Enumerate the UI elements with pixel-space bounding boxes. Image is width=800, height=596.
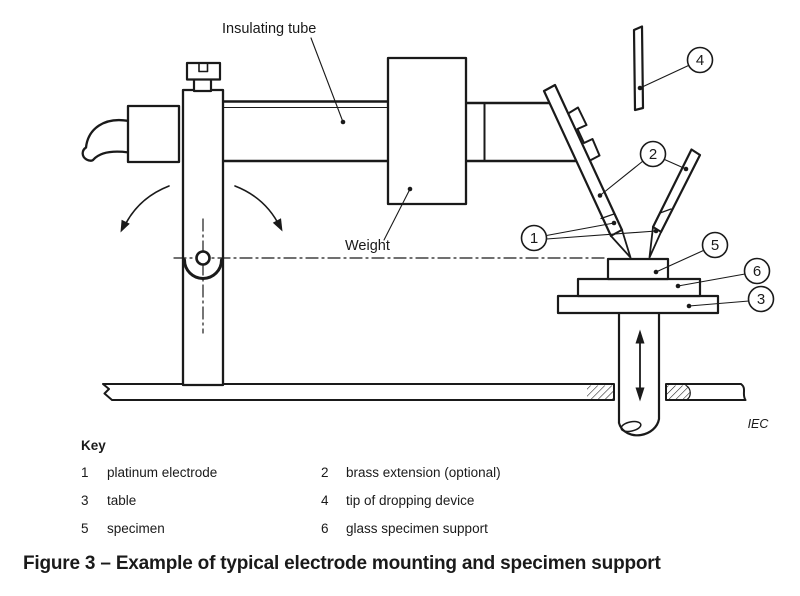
callout-4: 4 (696, 52, 704, 69)
pivot-bracket (183, 258, 223, 280)
callout-circle-4 (686, 46, 714, 74)
rotation-arrow-left-head (120, 219, 130, 233)
label-iec: IEC (748, 417, 770, 431)
callout-circle-6 (743, 257, 771, 285)
key-row: 3 table 4 tip of dropping device (81, 493, 501, 509)
key-num: 1 (81, 465, 89, 480)
table-motion-arrow-down-head (635, 387, 645, 402)
rotation-arrow-right (234, 185, 281, 228)
key-label: table (107, 493, 137, 508)
key-label: brass extension (optional) (346, 465, 501, 480)
callout-1: 1 (530, 230, 538, 247)
diagram-canvas: Insulating tube Weight IEC 1 2 4 5 6 3 (81, 21, 775, 437)
table-stem (617, 311, 661, 437)
leader-lines (310, 37, 750, 307)
table-stem-opening (620, 420, 642, 433)
callout-circles (520, 46, 775, 313)
electrode-clamp-step (568, 106, 601, 162)
cable (81, 118, 131, 162)
leader-dots (340, 85, 692, 309)
key-title: Key (81, 438, 106, 453)
clamp-screw-slot (198, 63, 209, 73)
figure-caption: Figure 3 – Example of typical electrode … (23, 553, 661, 574)
clamp-screw-shaft (192, 77, 213, 93)
leader-callout-1b (545, 230, 657, 240)
glass-specimen-support (576, 277, 702, 298)
label-insulating-tube: Insulating tube (222, 21, 316, 37)
specimen (606, 257, 670, 281)
callout-3: 3 (757, 291, 765, 308)
key-label: platinum electrode (107, 465, 218, 480)
leader-callout-4 (639, 64, 690, 89)
leader-weight (383, 188, 411, 241)
callout-5: 5 (711, 237, 719, 254)
key-label: glass specimen support (346, 521, 488, 536)
leader-callout-6 (677, 273, 746, 287)
base-plate (102, 383, 747, 401)
rotation-arrow-right-head (272, 218, 283, 232)
callout-circle-1 (520, 224, 548, 252)
key-num: 2 (321, 465, 329, 480)
key-label: specimen (107, 521, 165, 536)
label-weight: Weight (345, 238, 390, 254)
electrode-joint-mark-left (600, 213, 615, 220)
base-plate-hatch-left (587, 385, 614, 400)
table-top (556, 294, 720, 315)
electrode-joint-mark-right (659, 208, 672, 214)
tube-end-cap (126, 104, 181, 164)
leader-callout-2b (663, 158, 687, 170)
callout-2: 2 (649, 146, 657, 163)
key-num: 5 (81, 521, 89, 536)
dropping-device-tip (632, 25, 645, 112)
electrode-tip-left (610, 229, 632, 259)
key-num: 4 (321, 493, 329, 508)
base-plate-hatch-right (666, 385, 691, 400)
rotation-arrow-left (123, 185, 170, 228)
leader-callout-2a (599, 160, 644, 197)
key-num: 3 (81, 493, 89, 508)
key-row: 1 platinum electrode 2 brass extension (… (81, 465, 501, 481)
leader-callout-5 (655, 249, 706, 273)
leader-callout-1a (545, 222, 615, 237)
pivot-hole (195, 250, 211, 266)
callout-circle-2 (639, 140, 667, 168)
leader-insulating-tube (310, 37, 344, 123)
key-label: tip of dropping device (346, 493, 475, 508)
weight-block (386, 56, 468, 206)
key-legend: Key 1 platinum electrode 2 brass extensi… (81, 438, 501, 549)
callout-6: 6 (753, 263, 761, 280)
leader-callout-3 (688, 300, 750, 307)
key-row: 5 specimen 6 glass specimen support (81, 521, 501, 537)
callout-numbers: 1 2 4 5 6 3 (530, 52, 765, 308)
key-num: 6 (321, 521, 329, 536)
table-motion-arrow-up-head (635, 329, 645, 344)
callout-circle-3 (747, 285, 775, 313)
base-plate-break-edge (685, 384, 691, 401)
callout-circle-5 (701, 231, 729, 259)
